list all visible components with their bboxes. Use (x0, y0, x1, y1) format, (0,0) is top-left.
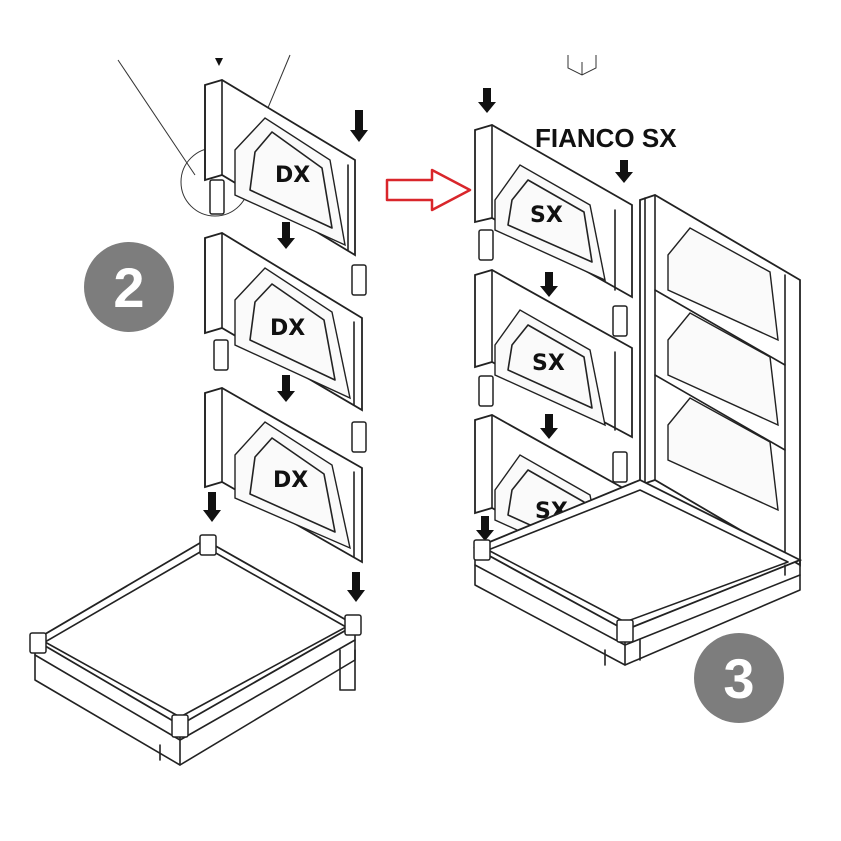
connector-peg-icon (478, 229, 494, 261)
panel-dx-1: DX (204, 79, 356, 257)
down-arrow-icon (478, 88, 496, 113)
base-pallet-right (472, 479, 803, 666)
step-2-group: DX DX DX (29, 54, 368, 766)
down-arrow-icon (615, 160, 633, 183)
step-3-title: FIANCO SX (535, 123, 677, 153)
step-number-3: 3 (723, 647, 754, 710)
down-arrow-icon (203, 492, 221, 522)
down-arrow-icon (540, 414, 558, 439)
step-number-2: 2 (113, 256, 144, 319)
down-arrow-icon (350, 110, 368, 142)
panel-sx-1-label: SX (530, 203, 563, 228)
step-badge-2: 2 (84, 242, 174, 332)
down-arrow-icon (476, 516, 494, 541)
down-arrow-icon (277, 222, 295, 249)
down-arrow-icon (277, 375, 295, 402)
connector-peg-icon (478, 375, 494, 407)
connector-peg-icon (612, 451, 628, 483)
assembled-rack (639, 194, 801, 567)
panel-dx-3-label: DX (273, 468, 308, 493)
connector-peg-icon (351, 264, 367, 296)
panel-sx-1: SX (474, 124, 633, 299)
connector-peg-icon (213, 339, 229, 371)
base-pallet-left (29, 534, 362, 766)
panel-sx-2: SX (474, 269, 633, 439)
connector-peg-icon (351, 421, 367, 453)
panel-dx-2: DX (204, 232, 363, 412)
panel-dx-1-label: DX (275, 163, 310, 188)
panel-sx-2-label: SX (532, 351, 565, 376)
panel-dx-3: DX (204, 387, 363, 564)
down-arrow-icon (540, 272, 558, 297)
top-connector-icon (567, 55, 597, 76)
connector-peg-icon (209, 179, 225, 215)
connector-peg-icon (612, 305, 628, 337)
down-arrow-icon (215, 58, 223, 66)
step-badge-3: 3 (694, 633, 784, 723)
step-3-group: FIANCO SX SX (472, 55, 803, 723)
down-arrow-icon (347, 572, 365, 602)
right-arrow-icon (385, 168, 472, 212)
panel-dx-2-label: DX (270, 316, 305, 341)
